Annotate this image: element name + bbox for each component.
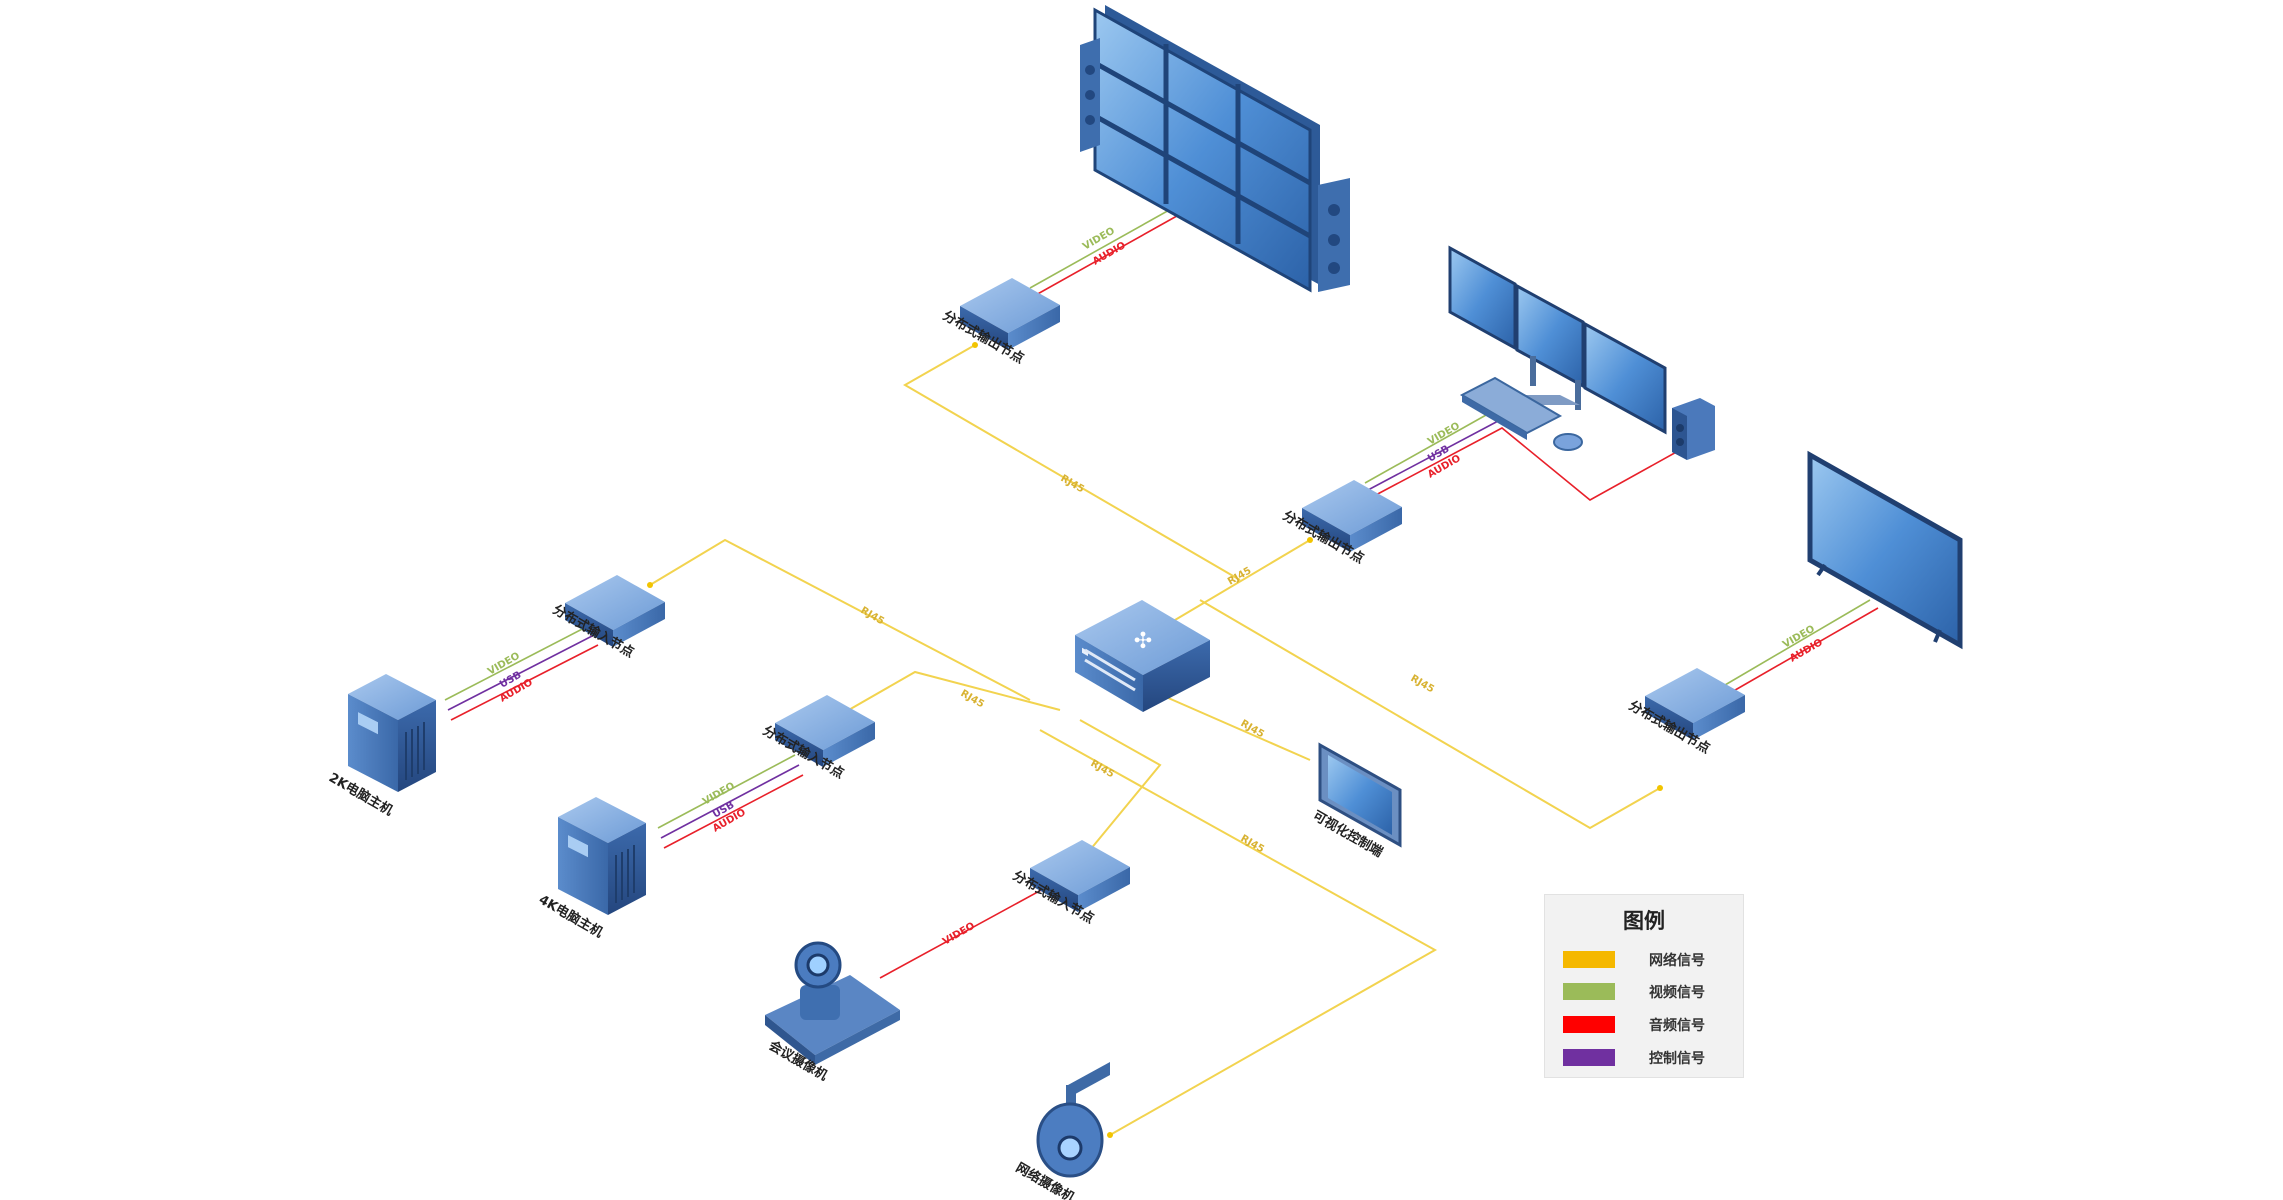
legend-item-audio: 音频信号 [1563,1012,1733,1036]
video-wall-icon [1080,5,1350,293]
conference-camera-icon [765,941,900,1065]
network-markers [647,342,1663,1138]
output-node-right-icon [1645,668,1745,740]
pc4k-signals: VIDEO USB AUDIO [657,754,804,849]
tv-icon [1807,450,1963,650]
legend-swatch [1563,983,1615,1000]
link-switch-netcam [1039,729,1438,1136]
input-node-mid-icon [775,695,875,767]
rj45-label: RJ45 [959,688,986,710]
link-switch-tablet [1149,689,1311,761]
rj45-label: RJ45 [859,605,886,627]
marker-out-right [1657,785,1663,791]
legend-item-label: 网络信号 [1649,953,1705,969]
legend-title: 图例 [1623,909,1665,933]
rj45-label: RJ45 [1226,565,1253,587]
legend-swatch [1563,951,1615,968]
rj45-label: RJ45 [1089,758,1116,780]
tv-signals: VIDEO AUDIO [1724,599,1879,694]
keyboard-icon [1459,376,1563,440]
svg-text:✣: ✣ [1134,629,1152,654]
input-node-left-icon [565,575,665,647]
link-switch-out-right [1199,599,1661,830]
legend-item-network: 网络信号 [1563,947,1733,971]
marker-out-mid [1307,537,1313,543]
workstation-monitors-icon [1448,245,1667,435]
pc-4k-tower-icon [558,797,646,915]
rj45-label: RJ45 [1239,833,1266,855]
legend-swatch [1563,1016,1615,1033]
marker-out-top [972,342,978,348]
rj45-label: RJ45 [1059,473,1086,495]
link-switch-in-mid [839,670,1061,716]
input-node-bottom-icon [1030,840,1130,912]
legend-panel: 图例 网络信号 视频信号 音频信号 控制信号 [1544,894,1744,1078]
output-node-mid-icon [1302,480,1402,552]
tablet-icon [1318,742,1402,848]
legend-swatch [1563,1049,1615,1066]
network-switch-icon: ✣ [1075,600,1210,712]
legend-item-label: 视频信号 [1649,985,1705,1001]
marker-in-left [647,582,653,588]
network-camera-icon [1036,1062,1110,1178]
link-switch-in-bottom [1079,719,1162,851]
wall-signals: VIDEO AUDIO [1029,203,1185,297]
pc-2k-tower-icon [348,674,436,792]
rj45-label: RJ45 [1409,673,1436,695]
link-switch-out-top [902,344,1241,581]
link-switch-in-left [649,538,1031,701]
marker-netcam [1107,1132,1113,1138]
link-switch-out-mid [1174,539,1311,621]
output-node-top-icon [960,278,1060,350]
legend-item-label: 音频信号 [1649,1018,1705,1034]
network-lines [649,344,1661,1136]
confcam-signals: VIDEO [879,887,1046,979]
legend-item-control: 控制信号 [1563,1045,1733,1069]
rj45-label: RJ45 [1239,718,1266,740]
legend-item-label: 控制信号 [1649,1051,1705,1067]
speaker-icon [1672,398,1715,460]
mouse-icon [1553,433,1583,451]
pc2k-signals: VIDEO USB AUDIO [444,624,599,721]
video-label: VIDEO [941,921,977,948]
legend-item-video: 视频信号 [1563,979,1733,1003]
